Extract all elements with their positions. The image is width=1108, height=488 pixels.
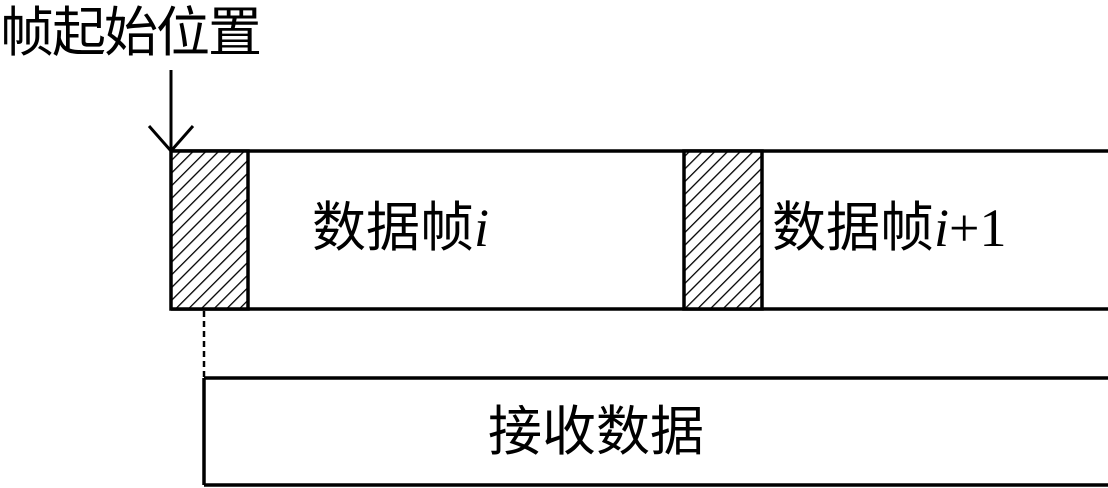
frame-start-label: 帧起始位置 [0, 1, 262, 64]
frame-i1-label-var: i [934, 198, 950, 258]
frame-i-label: 数据帧i [312, 198, 490, 258]
frame-i-header-block [169, 149, 250, 311]
frame-i1-label: 数据帧i+1 [772, 198, 1007, 258]
frame-i1-label-suffix: +1 [949, 198, 1007, 258]
frame-i-label-text: 数据帧 [312, 196, 474, 259]
frame-i1-header-block [682, 149, 764, 311]
frame-i1-label-text: 数据帧 [772, 196, 934, 259]
frame-i-label-var: i [474, 198, 490, 258]
receive-data-label: 接收数据 [488, 400, 704, 463]
